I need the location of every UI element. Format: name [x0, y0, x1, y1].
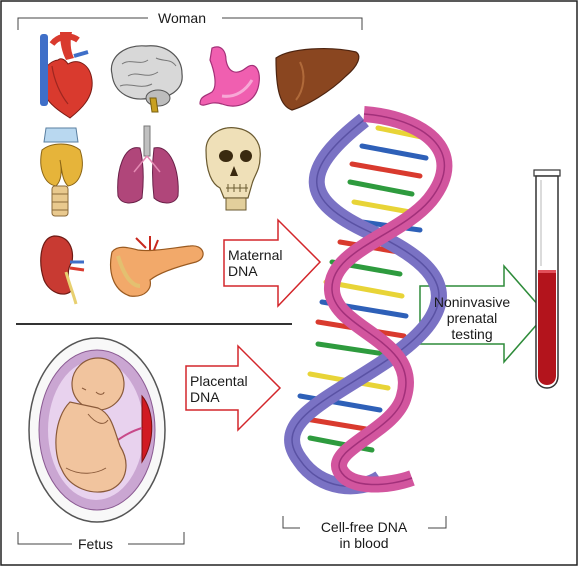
pancreas-icon [109, 236, 204, 297]
placental-dna-label: Placental DNA [190, 373, 248, 405]
maternal-arrow [223, 218, 322, 308]
woman-bracket [17, 17, 363, 30]
maternal-dna-label: Maternal DNA [228, 247, 282, 279]
stomach-icon [199, 46, 260, 107]
maternal-line-1: Maternal [228, 247, 283, 263]
cfdna-line-2: in blood [339, 535, 389, 551]
placental-line-2: DNA [190, 389, 220, 405]
fetus-label: Fetus [78, 536, 114, 552]
nipt-line-2: prenatal [446, 310, 498, 326]
heart-icon [40, 32, 93, 119]
liver-icon [275, 48, 360, 111]
cfdna-line-1: Cell-free DNA [320, 519, 408, 535]
nipt-line-3: testing [451, 326, 493, 342]
nipt-label: Noninvasive prenatal testing [424, 294, 520, 342]
fetus-bracket [17, 532, 185, 545]
maternal-line-2: DNA [228, 263, 258, 279]
dna-helix [284, 106, 453, 495]
fetus-illustration [28, 337, 166, 523]
placental-line-1: Placental [190, 373, 248, 389]
test-tube-icon [533, 169, 561, 389]
woman-label: Woman [158, 10, 206, 26]
skull-icon [205, 127, 261, 211]
nipt-arrow [419, 264, 547, 364]
lungs-icon [117, 125, 179, 204]
nipt-line-1: Noninvasive [433, 294, 511, 310]
cfdna-label: Cell-free DNA in blood [305, 519, 423, 551]
placental-arrow [185, 344, 282, 432]
brain-icon [110, 45, 183, 113]
cfdna-bracket [282, 516, 447, 529]
kidney-icon [40, 235, 85, 305]
thyroid-icon [40, 127, 83, 217]
